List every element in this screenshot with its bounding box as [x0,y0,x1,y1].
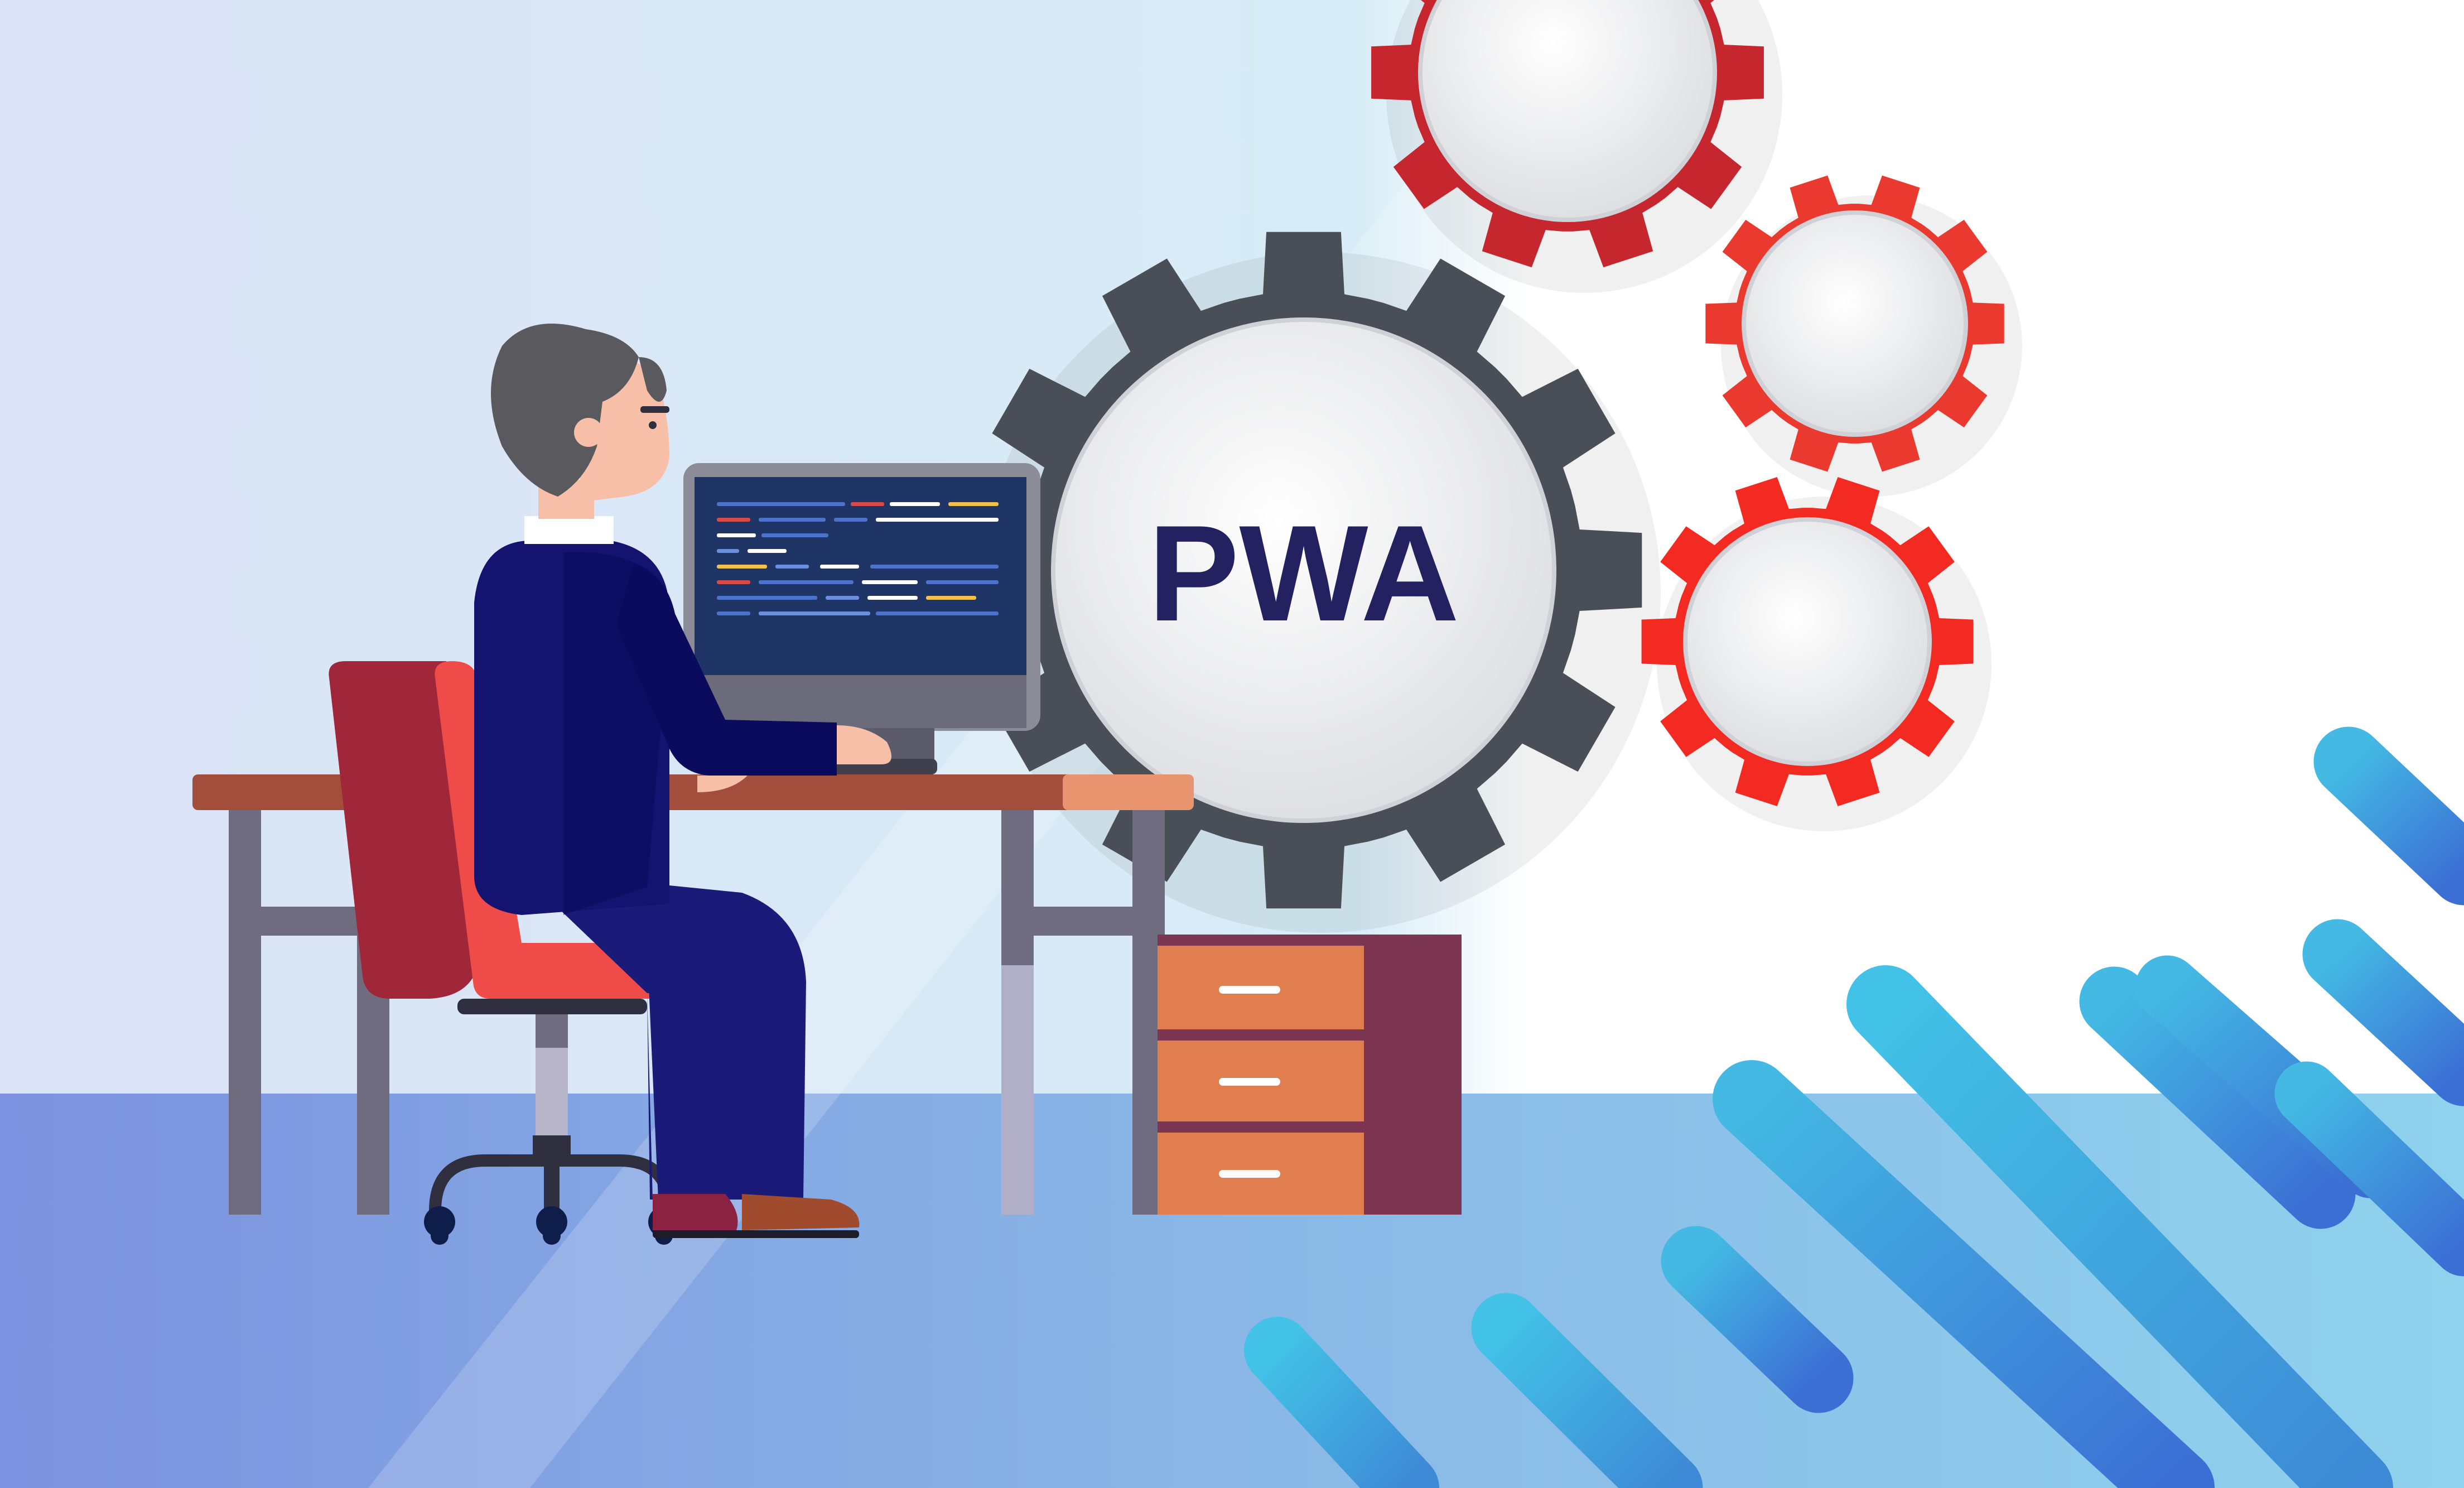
code-line-segment [717,502,845,506]
code-line-segment [775,565,809,569]
code-line-segment [834,518,867,522]
wave-stroke [1846,965,2393,1488]
code-line-segment [948,502,999,506]
code-line-segment [761,533,828,537]
drawer-cabinet [1158,935,1462,1215]
red-gear-medium [1705,175,2022,497]
wave-stroke [2079,966,2356,1229]
wave-stroke [2313,726,2464,906]
gears-group [965,0,2022,933]
pwa-gear-label: PWA [1148,497,1459,649]
code-line-segment [926,580,999,584]
code-line-segment [890,502,940,506]
wave-stroke [1713,1060,2215,1488]
code-line-segment [862,580,918,584]
wave-stroke [1661,1226,1854,1413]
code-lines [717,502,999,615]
main-gear [965,232,1661,933]
code-line-segment [748,549,787,553]
wave-stroke [1244,1317,1439,1488]
code-line-segment [717,533,756,537]
code-line-segment [759,580,854,584]
red-gear-large [1371,0,1782,293]
code-line-segment [867,596,918,600]
code-line-segment [717,611,750,615]
code-line-segment [717,596,817,600]
code-line-segment [851,502,884,506]
code-line-segment [870,565,999,569]
wave-stroke [1471,1293,1703,1488]
wave-stroke [2302,919,2464,1106]
code-line-segment [759,611,870,615]
code-line-segment [759,518,826,522]
code-line-segment [826,596,859,600]
office-chair [329,661,725,1245]
code-line-segment [820,565,859,569]
red-gear-small [1641,477,1992,831]
code-line-segment [717,549,739,553]
monitor [683,463,1040,774]
code-line-segment [717,565,767,569]
code-line-segment [926,596,976,600]
decorative-waves [1244,726,2464,1488]
code-line-segment [876,518,999,522]
code-line-segment [717,580,750,584]
code-line-segment [717,518,750,522]
wave-stroke [2274,1061,2464,1277]
developer-person [474,324,891,1238]
code-line-segment [876,611,999,615]
